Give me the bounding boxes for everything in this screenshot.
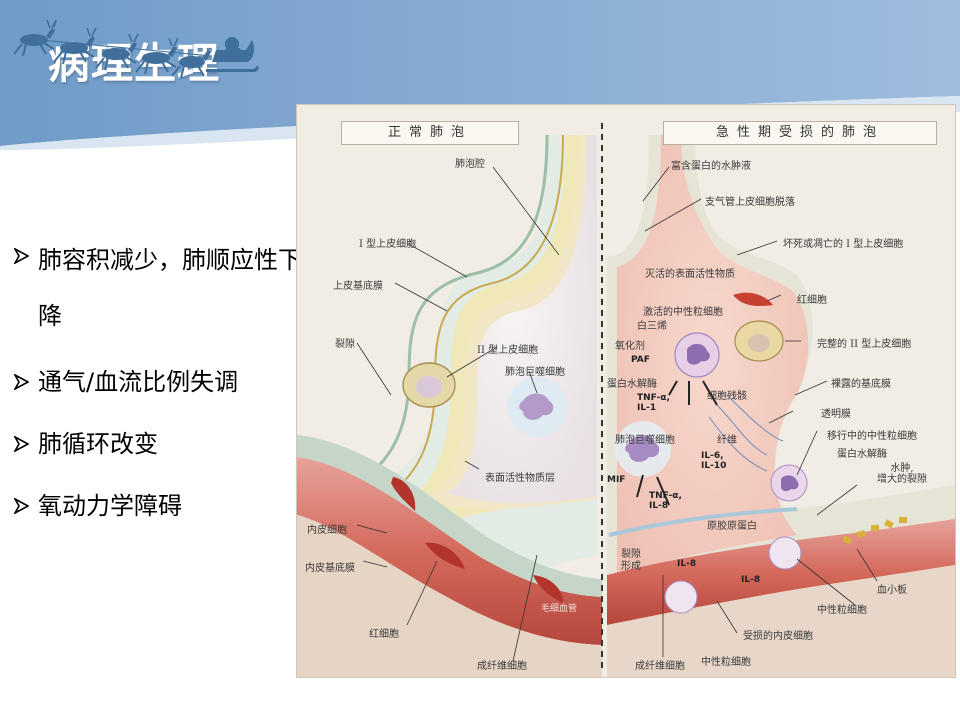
label-leukotriene: 白三烯 <box>637 321 667 332</box>
list-item: 肺循环改变 <box>12 420 312 468</box>
arrow-bullet-icon <box>14 436 29 452</box>
label-edema-gap: 水肿, 增大的裂隙 <box>877 463 927 485</box>
label-collagen: 原胶原蛋白 <box>707 521 757 532</box>
label-inactive-surfactant: 灭活的表面活性物质 <box>645 269 735 280</box>
label-type1-cell: I 型上皮细胞 <box>359 239 417 250</box>
label-protein-edema: 富含蛋白的水肿液 <box>671 161 751 172</box>
list-item: 氧动力学障碍 <box>12 482 312 530</box>
label-exposed-bm: 裸露的基底膜 <box>831 379 891 390</box>
label-migrating-neutrophil: 移行中的中性粒细胞 <box>827 431 917 442</box>
label-il6-il10: IL-6, IL-10 <box>701 451 727 471</box>
list-item: 肺容积减少，肺顺应性下降 <box>12 232 312 344</box>
label-mif: MIF <box>607 475 626 485</box>
arrow-bullet-icon <box>14 374 29 390</box>
label-type2-cell: II 型上皮细胞 <box>477 345 539 356</box>
label-gap: 裂隙 <box>335 339 355 350</box>
label-oxidant: 氧化剂 <box>615 341 645 352</box>
label-gap-formation: 裂隙 形成 <box>621 549 641 572</box>
label-fibroblast-left: 成纤维细胞 <box>477 661 527 672</box>
label-macrophage: 肺泡巨噬细胞 <box>505 367 565 378</box>
label-il8-b: IL-8 <box>741 575 761 585</box>
panel-title-normal: 正常肺泡 <box>341 121 519 145</box>
bullet-list: 肺容积减少，肺顺应性下降 通气/血流比例失调 肺循环改变 氧动力学障碍 <box>12 232 312 544</box>
bullet-text: 肺容积减少，肺顺应性下降 <box>38 246 302 330</box>
alveolus-drawing <box>297 123 955 677</box>
label-cell-debris: 细胞残骸 <box>707 391 747 402</box>
label-il8-a: IL-8 <box>677 559 697 569</box>
bullet-text: 肺循环改变 <box>38 430 158 458</box>
label-activated-neutrophil: 激活的中性粒细胞 <box>643 307 723 318</box>
alveolus-illustration: 正常肺泡 急性期受损的肺泡 肺泡腔 I 型上皮细胞 上皮基底膜 裂隙 II 型上… <box>296 104 956 678</box>
label-neutrophil-2: 中性粒细胞 <box>701 657 751 668</box>
label-endothelial-cell: 内皮细胞 <box>307 525 347 536</box>
label-endothelial-bm: 内皮基底膜 <box>305 563 355 574</box>
label-protease-2: 蛋白水解酶 <box>837 449 887 460</box>
label-platelet: 血小板 <box>877 585 907 596</box>
label-tnf-il8: TNF-α, IL-8 <box>649 491 682 511</box>
label-bronchial-shedding: 支气管上皮细胞脱落 <box>705 197 795 208</box>
label-hyaline: 透明膜 <box>821 409 851 420</box>
label-paf: PAF <box>631 355 650 365</box>
label-macrophage-right: 肺泡巨噬细胞 <box>615 435 675 446</box>
label-surfactant-layer: 表面活性物质层 <box>485 473 555 484</box>
label-protease: 蛋白水解酶 <box>607 379 657 390</box>
arrow-bullet-icon <box>14 498 29 514</box>
label-basement-membrane: 上皮基底膜 <box>333 281 383 292</box>
label-damaged-endo: 受损的内皮细胞 <box>743 631 813 642</box>
label-neutrophil: 中性粒细胞 <box>817 605 867 616</box>
bullet-text: 氧动力学障碍 <box>38 492 182 520</box>
label-intact-type2: 完整的 II 型上皮细胞 <box>817 339 912 350</box>
panel-title-injured: 急性期受损的肺泡 <box>663 121 937 145</box>
bullet-text: 通气/血流比例失调 <box>38 368 239 396</box>
reindeer-sleigh-icon <box>13 19 259 79</box>
label-necrotic-type1: 坏死或凋亡的 I 型上皮细胞 <box>783 239 904 250</box>
label-alveolar-cavity: 肺泡腔 <box>455 159 485 170</box>
label-red-cell-left: 红细胞 <box>369 629 399 640</box>
label-fibroblast-right: 成纤维细胞 <box>635 661 685 672</box>
label-fibrin: 纤维 <box>717 435 737 446</box>
list-item: 通气/血流比例失调 <box>12 358 312 406</box>
label-tnf-il1: TNF-α, IL-1 <box>637 393 670 413</box>
label-red-cell-right: 红细胞 <box>797 295 827 306</box>
label-capillary: 毛细血管 <box>541 604 578 614</box>
arrow-bullet-icon <box>14 248 29 264</box>
